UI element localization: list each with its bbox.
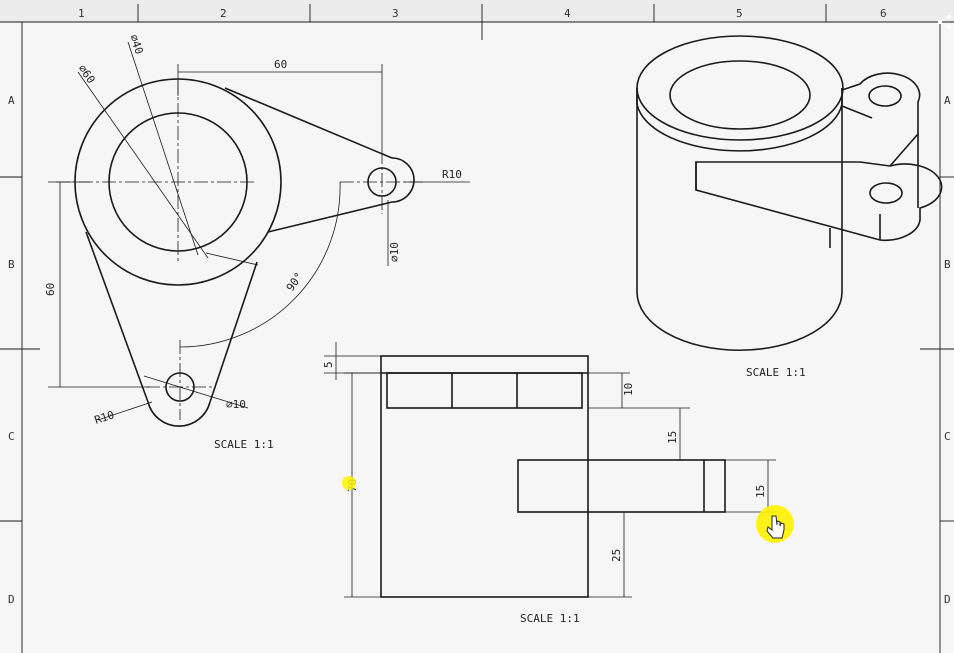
bottom-hole-diameter-dimension: ⌀10 bbox=[226, 398, 246, 411]
top-view: 90° ⌀60 ⌀40 60 R10 ⌀10 60 R10 ⌀10 SCALE … bbox=[44, 33, 470, 451]
row-label: B bbox=[8, 258, 15, 271]
right-hole-diameter-dimension: ⌀10 bbox=[388, 242, 401, 262]
column-label: 1 bbox=[78, 7, 85, 20]
row-label: C bbox=[944, 430, 951, 443]
bore-depth-dimension: 10 bbox=[622, 383, 635, 396]
row-label: B bbox=[944, 258, 951, 271]
arm-offset-dimension: 15 bbox=[666, 431, 679, 444]
isometric-view: SCALE 1:1 bbox=[636, 35, 943, 379]
center-distance-dimension: 60 bbox=[274, 58, 287, 71]
pointer-highlight bbox=[342, 476, 356, 490]
arm-thickness-dimension: 15 bbox=[754, 485, 767, 498]
inner-diameter-dimension: ⌀40 bbox=[127, 33, 146, 56]
row-label: A bbox=[944, 94, 951, 107]
vertical-distance-dimension: 60 bbox=[44, 283, 57, 296]
share-icon[interactable] bbox=[938, 15, 951, 29]
row-label: A bbox=[8, 94, 15, 107]
column-label: 3 bbox=[392, 7, 399, 20]
row-label: D bbox=[944, 593, 951, 606]
bottom-radius-dimension: R10 bbox=[93, 408, 116, 427]
flange-thickness-dimension: 5 bbox=[322, 361, 335, 368]
column-label: 5 bbox=[736, 7, 743, 20]
hand-cursor-icon bbox=[766, 515, 785, 539]
right-radius-dimension: R10 bbox=[442, 168, 462, 181]
column-zone-header: 1 2 3 4 5 6 bbox=[0, 0, 954, 40]
front-view-scale-label: SCALE 1:1 bbox=[520, 612, 580, 625]
column-label: 2 bbox=[220, 7, 227, 20]
row-label: C bbox=[8, 430, 15, 443]
column-label: 6 bbox=[880, 7, 887, 20]
column-label: 4 bbox=[564, 7, 571, 20]
iso-view-scale-label: SCALE 1:1 bbox=[746, 366, 806, 379]
top-view-scale-label: SCALE 1:1 bbox=[214, 438, 274, 451]
row-zone-markers: A B C D A B C D bbox=[0, 94, 954, 606]
arm-height-dimension: 25 bbox=[610, 549, 623, 562]
row-label: D bbox=[8, 593, 15, 606]
